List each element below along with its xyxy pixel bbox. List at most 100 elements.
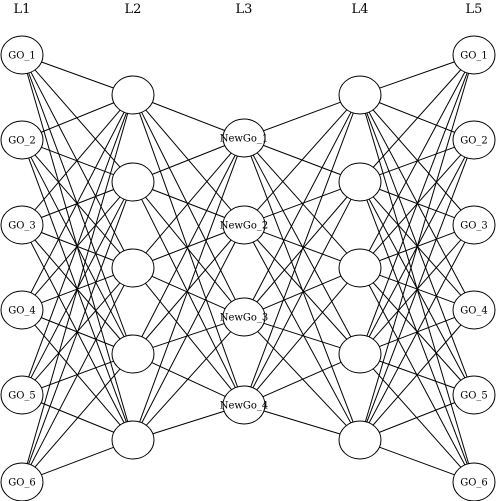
node-label: NewGo_1: [220, 134, 269, 145]
edge-l2-1-to-l3-3: [141, 112, 236, 300]
node-label: GO_2: [8, 136, 36, 147]
node-l1-6: GO_6: [0, 462, 44, 501]
edge-l2-2-to-l3-1: [152, 145, 225, 175]
edge-l1-6-to-l2-5: [41, 446, 114, 476]
node-l3-4: NewGo_4: [220, 385, 269, 425]
node-l2-2: [111, 162, 155, 202]
node-label: GO_3: [460, 221, 488, 232]
edge-l1-3-to-l2-1: [34, 109, 121, 211]
edge-l1-4-to-l2-1: [30, 111, 125, 294]
node-circle: [452, 290, 496, 330]
node-l3-2: NewGo_2: [220, 205, 269, 245]
node-l1-3: GO_3: [0, 205, 44, 245]
edge-l4-3-to-l5-1: [368, 71, 466, 252]
edge-l3-4-to-l4-5: [263, 410, 341, 435]
edge-l4-5-to-l5-2: [366, 157, 468, 423]
node-label: GO_3: [8, 221, 36, 232]
node-circle: [452, 120, 496, 160]
edge-l4-1-to-l5-5: [366, 112, 468, 378]
node-circle: [0, 35, 44, 75]
edge-l3-4-to-l4-1: [250, 112, 354, 388]
edge-l4-5-to-l5-3: [368, 241, 466, 424]
edge-l1-1-to-l2-1: [41, 61, 114, 89]
edge-l3-2-to-l4-2: [263, 188, 341, 219]
node-l2-5: [111, 420, 155, 460]
edge-l4-1-to-l5-3: [372, 109, 462, 211]
edge-l1-6-to-l2-3: [30, 284, 125, 466]
node-l4-5: [338, 420, 382, 460]
node-l4-3: [338, 248, 382, 288]
layer-label-l2: L2: [125, 2, 142, 17]
edge-l3-4-to-l4-2: [252, 198, 352, 389]
edge-l4-5-to-l5-5: [379, 402, 455, 433]
node-circle: [111, 334, 155, 374]
edge-l3-2-to-l4-3: [263, 231, 341, 262]
edge-l2-4-to-l3-4: [151, 362, 226, 397]
edge-l4-5-to-l5-4: [372, 324, 462, 426]
node-l1-1: GO_1: [0, 35, 44, 75]
node-label: GO_2: [460, 136, 488, 147]
node-circle: [111, 75, 155, 115]
node-label: GO_1: [460, 51, 488, 62]
node-l1-4: GO_4: [0, 290, 44, 330]
edge-l2-4-to-l3-3: [152, 323, 225, 348]
node-label: NewGo_2: [220, 221, 269, 232]
nodes-group: GO_1GO_2GO_3GO_4GO_5GO_6 NewGo_1NewGo_2Ne…: [0, 35, 496, 501]
edge-l3-3-to-l4-5: [257, 331, 347, 426]
edge-l2-3-to-l3-1: [145, 152, 232, 254]
edge-l4-4-to-l5-1: [366, 72, 468, 337]
edge-l1-2-to-l2-2: [41, 146, 114, 176]
edge-l2-1-to-l3-1: [152, 102, 225, 131]
node-circle: [0, 375, 44, 415]
node-circle: [222, 205, 266, 245]
node-circle: [338, 248, 382, 288]
node-label: GO_5: [8, 391, 36, 402]
node-label: GO_5: [460, 391, 488, 402]
node-circle: [338, 334, 382, 374]
node-l5-2: GO_2: [452, 120, 496, 160]
edge-l4-1-to-l5-1: [379, 61, 455, 89]
layer-label-l4: L4: [352, 2, 369, 17]
node-circle: [222, 385, 266, 425]
edge-l4-1-to-l5-4: [368, 111, 466, 294]
node-l2-1: [111, 75, 155, 115]
edge-l4-2-to-l5-1: [372, 69, 462, 168]
edge-l3-4-to-l4-3: [256, 282, 348, 391]
layer-label-l1: L1: [14, 2, 31, 17]
node-l4-2: [338, 162, 382, 202]
node-l4-4: [338, 334, 382, 374]
node-label: NewGo_4: [220, 401, 269, 412]
node-l2-3: [111, 248, 155, 288]
edge-l1-2-to-l2-1: [40, 102, 115, 133]
node-circle: [452, 35, 496, 75]
node-circle: [0, 205, 44, 245]
edge-l1-6-to-l2-4: [34, 368, 121, 468]
node-circle: [338, 420, 382, 460]
edge-l1-6-to-l2-2: [28, 199, 127, 465]
edge-l3-2-to-l4-5: [252, 241, 352, 424]
node-label: GO_4: [8, 306, 36, 317]
edge-l1-6-to-l2-1: [26, 113, 129, 464]
node-l3-3: NewGo_3: [220, 297, 269, 337]
edge-l3-2-to-l4-4: [256, 239, 348, 340]
node-l1-2: GO_2: [0, 120, 44, 160]
node-circle: [111, 420, 155, 460]
node-label: NewGo_3: [220, 313, 269, 324]
node-circle: [452, 205, 496, 245]
edge-l2-5-to-l3-3: [145, 331, 232, 426]
edge-l2-2-to-l3-3: [145, 196, 232, 303]
node-circle: [338, 162, 382, 202]
node-l1-5: GO_5: [0, 375, 44, 415]
node-circle: [452, 375, 496, 415]
layer-label-l5: L5: [466, 2, 483, 17]
edges-group: [26, 61, 470, 476]
edge-l1-1-to-l2-2: [34, 69, 121, 168]
edge-l2-5-to-l3-4: [152, 410, 225, 435]
node-circle: [111, 248, 155, 288]
edge-l2-2-to-l3-4: [141, 199, 236, 388]
edge-l3-1-to-l4-1: [263, 101, 341, 132]
node-l2-4: [111, 334, 155, 374]
edge-l2-3-to-l3-4: [145, 283, 232, 390]
